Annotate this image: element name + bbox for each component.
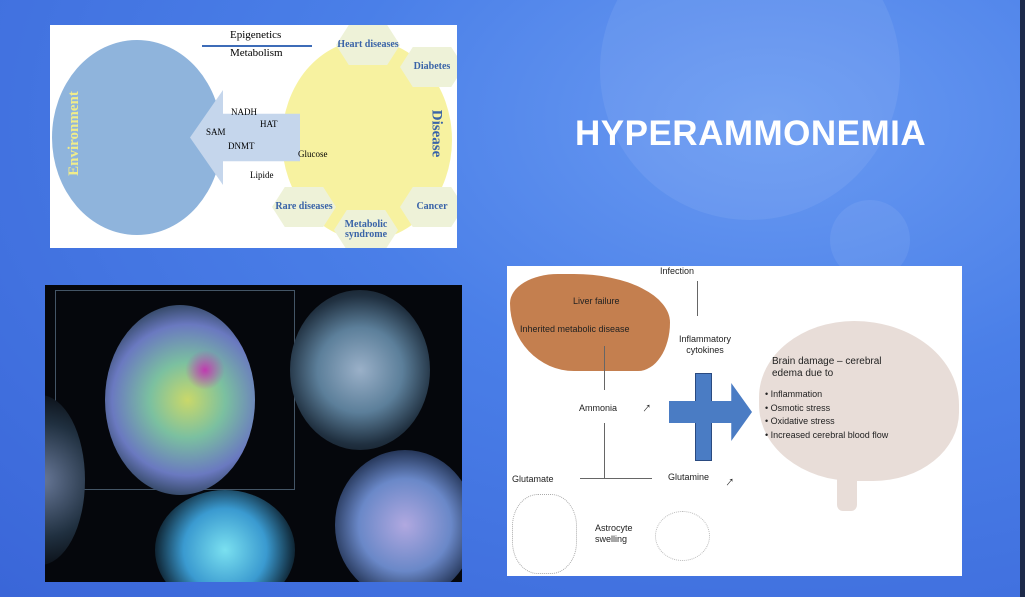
label-metabolism: Metabolism <box>230 47 283 59</box>
label-nadh: NADH <box>231 107 257 117</box>
hyperammonemia-pathway-figure: Infection Liver failure Inherited metabo… <box>507 266 962 576</box>
label-inflammatory-cytokines: Inflammatory cytokines <box>678 334 731 355</box>
brain-causes-list: • Inflammation • Osmotic stress • Oxidat… <box>765 388 888 442</box>
label-epigenetics: Epigenetics <box>230 29 282 41</box>
label-environment: Environment <box>65 91 82 176</box>
brainstem-image <box>837 466 857 511</box>
up-arrow-icon: ↑ <box>722 472 739 490</box>
label-disease: Disease <box>428 109 445 158</box>
arrow-infection-cytokines <box>697 281 698 316</box>
label-glutamate: Glutamate <box>512 474 554 484</box>
slide-title: HYPERAMMONEMIA <box>575 114 927 153</box>
cause-item: • Inflammation <box>765 389 823 399</box>
brain-image <box>759 321 959 481</box>
label-liver-failure: Liver failure <box>573 296 620 306</box>
cause-item: • Increased cerebral blood flow <box>765 429 889 440</box>
label-infection: Infection <box>660 266 695 276</box>
up-arrow-icon: ↑ <box>639 398 656 416</box>
label-sam: SAM <box>206 127 226 137</box>
label-dnmt: DNMT <box>228 141 255 151</box>
epigenetics-figure: Epigenetics Metabolism Environment Disea… <box>50 25 457 248</box>
cause-item: • Osmotic stress <box>765 402 831 413</box>
brain-damage-heading: Brain damage – cerebral edema due to <box>772 356 882 379</box>
label-hat: HAT <box>260 119 278 129</box>
label-lipide: Lipide <box>250 170 274 180</box>
hex-metabolic-syndrome: Metabolic syndrome <box>334 210 398 248</box>
brain-mri-image <box>45 285 462 582</box>
background-decoration <box>600 0 900 220</box>
label-ammonia: Ammonia <box>579 403 618 413</box>
hex-cancer: Cancer <box>400 187 457 227</box>
astrocyte-drawing <box>655 511 710 561</box>
arrow-liver-ammonia <box>604 346 605 390</box>
inhibition-line <box>604 423 605 479</box>
liver-image <box>510 274 670 371</box>
hex-diabetes: Diabetes <box>400 47 457 87</box>
neuron-drawing <box>512 494 577 574</box>
cause-item: • Oxidative stress <box>765 416 835 426</box>
double-arrow-icon <box>202 45 312 47</box>
label-astrocyte-swelling: Astrocyte swelling <box>595 523 633 544</box>
hex-heart-diseases: Heart diseases <box>336 25 400 65</box>
label-inherited-metabolic-disease: Inherited metabolic disease <box>520 324 630 334</box>
arrow-glutamate-glutamine <box>580 478 652 479</box>
label-glutamine: Glutamine <box>668 472 710 482</box>
label-glucose: Glucose <box>298 149 328 159</box>
window-edge <box>1020 0 1025 597</box>
hex-rare-diseases: Rare diseases <box>272 187 336 227</box>
